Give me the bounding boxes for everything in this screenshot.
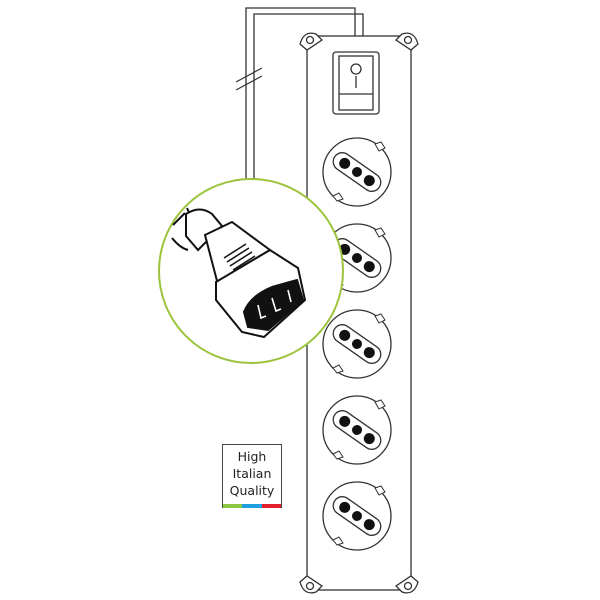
socket-outlet: [322, 395, 392, 465]
socket-outlet: [322, 481, 392, 551]
mounting-ear-icon: [299, 32, 419, 594]
badge-line-3: Quality: [229, 483, 275, 498]
badge-line-2: Italian: [232, 466, 272, 481]
quality-badge: High Italian Quality: [222, 444, 282, 508]
flag-green: [223, 504, 243, 508]
flag-blue: [242, 504, 262, 508]
power-switch: [332, 51, 380, 115]
italian-flag-bar: [223, 504, 281, 508]
power-cable: [245, 7, 364, 250]
connector-inset: [158, 178, 344, 364]
cable-break-mark: [235, 67, 263, 91]
badge-line-1: High: [237, 449, 267, 464]
socket-outlet: [322, 137, 392, 207]
socket-outlet: [322, 309, 392, 379]
flag-red: [261, 504, 281, 508]
